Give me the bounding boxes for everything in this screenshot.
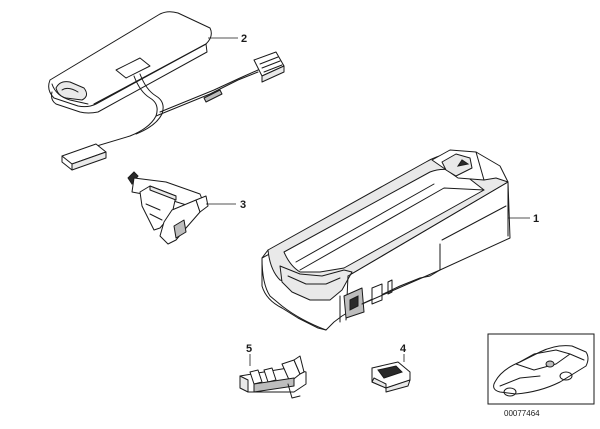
leader-lines — [206, 37, 530, 366]
part-4-socket[interactable] — [371, 361, 411, 393]
callout-5: 5 — [246, 343, 252, 355]
callout-3: 3 — [240, 199, 246, 211]
part-3-bracket[interactable] — [127, 171, 209, 245]
car-thumbnail — [487, 333, 595, 405]
callout-4: 4 — [400, 343, 407, 355]
callout-2: 2 — [241, 33, 247, 45]
image-number: 00077464 — [504, 409, 540, 418]
part-1-storage-tray[interactable] — [261, 149, 511, 331]
part-5-clip[interactable] — [239, 355, 307, 399]
callout-1: 1 — [533, 213, 539, 225]
part-2-antenna-module[interactable] — [48, 11, 285, 171]
